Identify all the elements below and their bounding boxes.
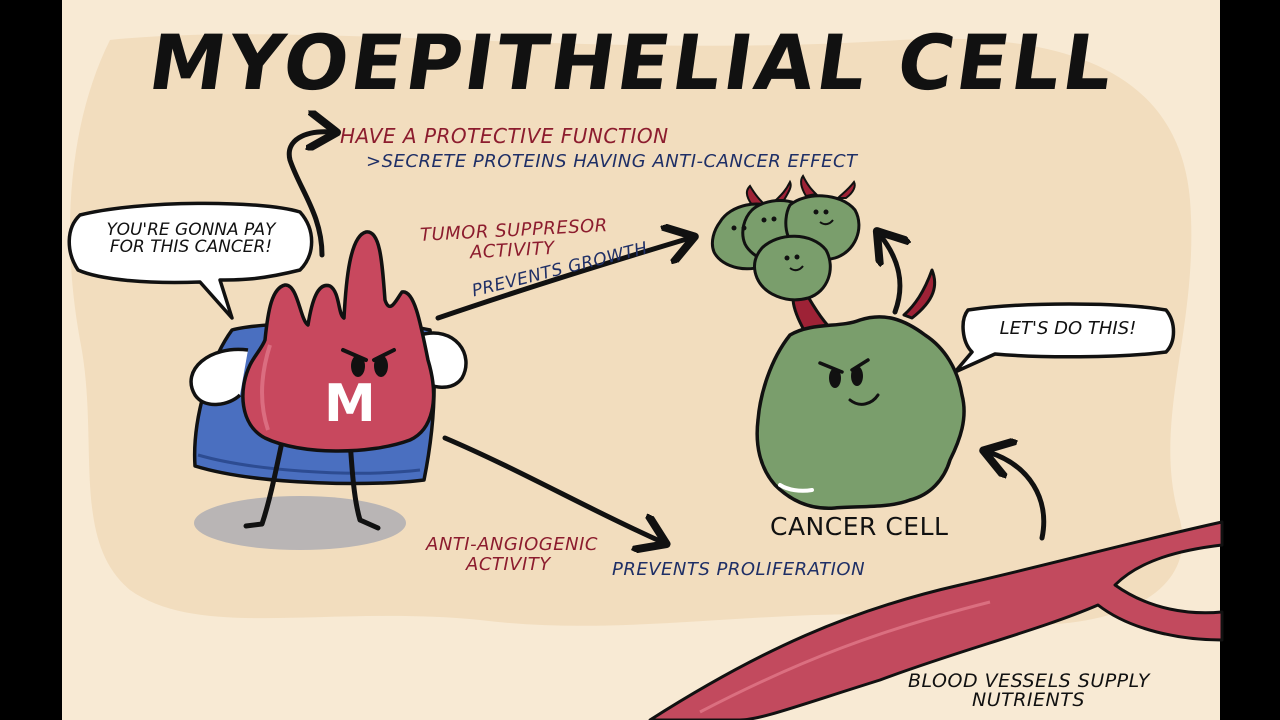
arrow-anti-angiogenic — [442, 435, 662, 542]
hero-speech-line-2: FOR THIS CANCER! — [109, 237, 273, 257]
page-title: MYOEPITHELIAL CELL — [143, 18, 1122, 107]
tumor-suppressor-label-2: ACTIVITY — [469, 237, 556, 264]
cancer-cluster — [710, 174, 861, 302]
arrow-protective — [286, 132, 332, 258]
arrow-vessel-to-cancer — [988, 452, 1047, 541]
anti-angiogenic-label: ANTI-ANGIOGENIC — [426, 534, 598, 555]
hero-speech-text: YOU'RE GONNA PAY FOR THIS CANCER! — [80, 222, 302, 256]
cancer-speech-bubble — [953, 302, 1176, 374]
hero-body — [241, 230, 436, 453]
arrow-cancer-to-cluster — [880, 235, 900, 315]
blood-vessels-label: BLOOD VESSELS SUPPLY — [908, 670, 1151, 692]
hero-shadow — [194, 496, 406, 550]
protective-function-heading: HAVE A PROTECTIVE FUNCTION — [340, 124, 669, 148]
blood-vessel — [648, 520, 1224, 720]
hero-badge: M — [324, 374, 377, 434]
blood-vessels-label-2: NUTRIENTS — [972, 689, 1085, 711]
arrow-tumor-suppressor — [435, 238, 690, 321]
hero-speech-bubble — [67, 201, 314, 320]
myoepithelial-hero — [189, 230, 468, 550]
hero-speech-line-1: YOU'RE GONNA PAY — [106, 220, 276, 240]
anti-angiogenic-label-2: ACTIVITY — [466, 554, 551, 575]
cancer-cell-label: CANCER CELL — [770, 512, 949, 541]
prevents-proliferation-label: PREVENTS PROLIFERATION — [612, 559, 866, 580]
protective-function-detail: >SECRETE PROTEINS HAVING ANTI-CANCER EFF… — [366, 151, 858, 172]
cancer-cell-body — [755, 315, 966, 510]
cancer-speech-text: LET'S DO THIS! — [999, 318, 1137, 339]
